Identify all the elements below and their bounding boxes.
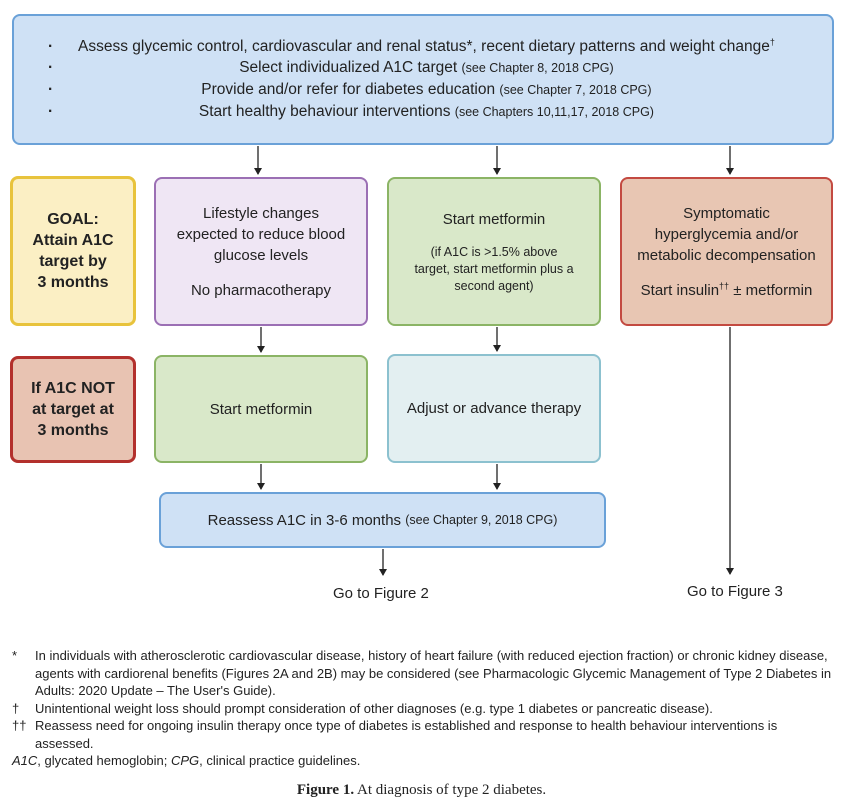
abbreviations: A1C, glycated hemoglobin; CPG, clinical … (12, 753, 361, 768)
go-to-figure-3-label: Go to Figure 3 (687, 583, 783, 600)
if-not-at-target-box: If A1C NOT at target at 3 months (10, 356, 136, 463)
footnote: *In individuals with atherosclerotic car… (12, 648, 832, 698)
assessment-list: Assess glycemic control, cardiovascular … (14, 36, 775, 123)
start-metformin-box: Start metformin (if A1C is >1.5% above t… (387, 177, 601, 326)
lifestyle-changes-box: Lifestyle changes expected to reduce blo… (154, 177, 368, 326)
start-insulin-line: Start insulin†† ± metformin (640, 280, 813, 299)
footnote: ††Reassess need for ongoing insulin ther… (12, 718, 778, 751)
go-to-figure-2-label: Go to Figure 2 (333, 585, 429, 602)
goal-box: GOAL: Attain A1C target by 3 months (10, 176, 136, 326)
assessment-item: Start healthy behaviour interventions (s… (48, 101, 775, 123)
assessment-item: Select individualized A1C target (see Ch… (48, 57, 775, 79)
reassess-a1c-box: Reassess A1C in 3-6 months (see Chapter … (159, 492, 606, 548)
initial-assessment-box: Assess glycemic control, cardiovascular … (12, 14, 834, 145)
start-metformin-second-box: Start metformin (154, 355, 368, 463)
figure-caption: Figure 1. At diagnosis of type 2 diabete… (296, 782, 547, 798)
assessment-item: Assess glycemic control, cardiovascular … (48, 36, 775, 57)
footnotes: *In individuals with atherosclerotic car… (12, 647, 832, 770)
assessment-item: Provide and/or refer for diabetes educat… (48, 79, 775, 101)
adjust-therapy-box: Adjust or advance therapy (387, 354, 601, 463)
symptomatic-hyperglycemia-box: Symptomatic hyperglycemia and/or metabol… (620, 177, 833, 326)
footnote: †Unintentional weight loss should prompt… (12, 700, 713, 716)
